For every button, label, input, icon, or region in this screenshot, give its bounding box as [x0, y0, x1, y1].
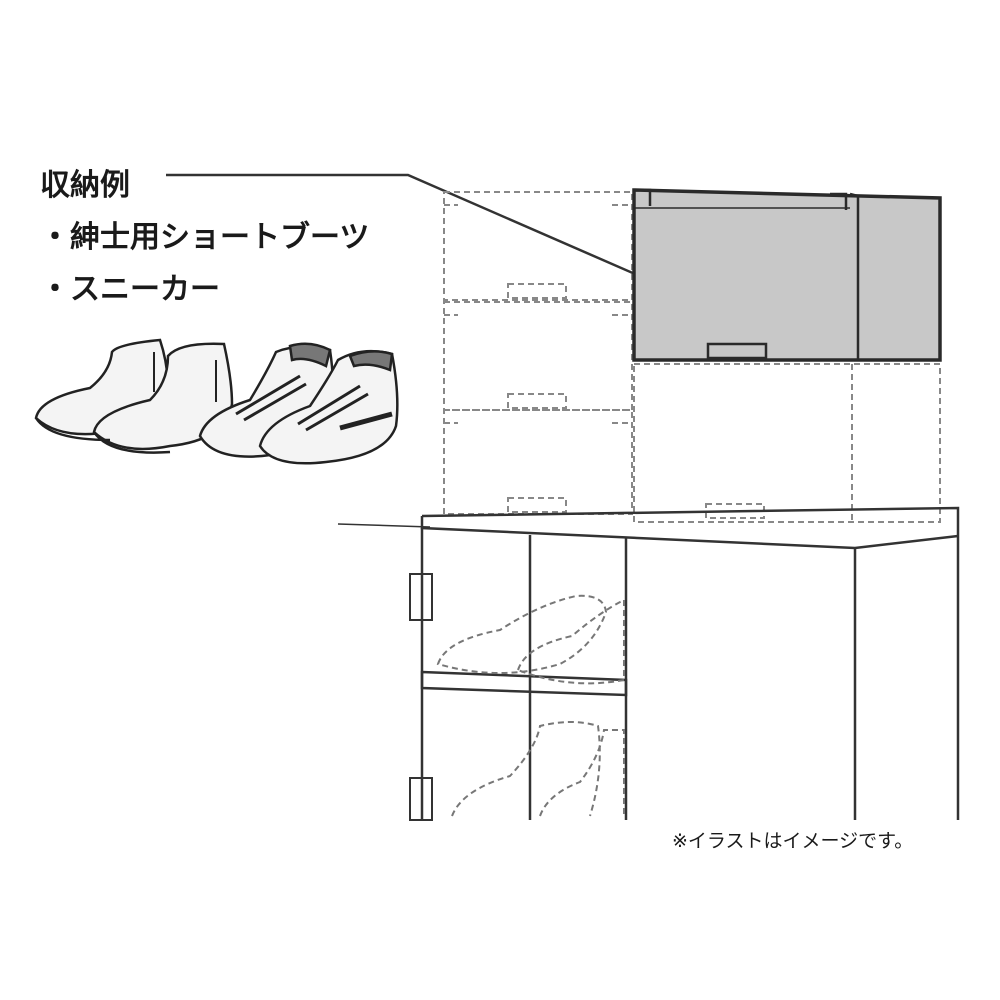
dashed-box-right-bottom — [633, 363, 941, 523]
hinge-bottom — [409, 777, 433, 821]
cabinet-leader-line — [337, 523, 431, 528]
caption-item-boots: ・紳士用ショートブーツ — [40, 220, 370, 255]
hinge-top — [409, 573, 433, 621]
dress-shoes-icon — [436, 594, 625, 685]
dashed-box-stack-left — [443, 191, 633, 515]
sneakers-pair-icon — [198, 342, 399, 465]
boots-dashed-icon — [451, 721, 625, 817]
ankle-boots-pair-icon — [34, 338, 234, 454]
caption-block: 収納例 ・紳士用ショートブーツ ・スニーカー — [40, 160, 369, 316]
leader-line — [166, 173, 691, 300]
illustration-note: ※イラストはイメージです。 — [672, 830, 914, 852]
caption-heading: 収納例 — [40, 168, 130, 203]
shoe-cabinet — [409, 506, 960, 821]
caption-item-sneakers: ・スニーカー — [40, 272, 220, 307]
highlighted-storage-box — [632, 188, 942, 362]
